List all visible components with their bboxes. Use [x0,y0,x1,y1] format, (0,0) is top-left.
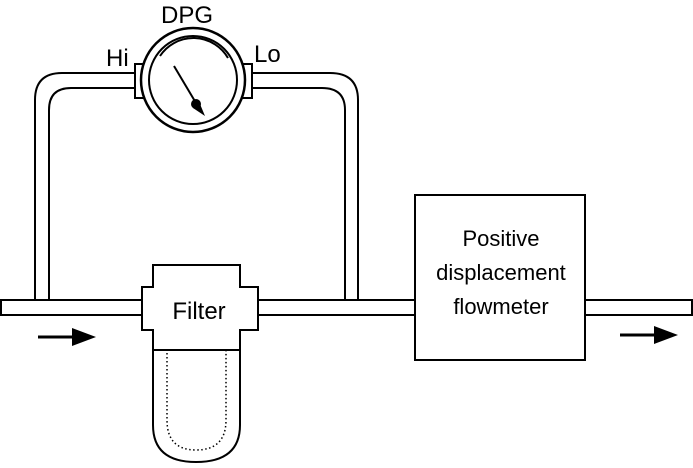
flowmeter-box: Positive displacement flowmeter [414,194,586,361]
high-pressure-line [34,72,138,300]
gauge-face [148,35,238,125]
flowmeter-label-line1: Positive [462,226,539,251]
high-port-label: Hi [106,45,129,72]
filter-label: Filter [172,298,225,325]
inlet-arrow-icon [38,328,96,346]
gauge-needle-icon [173,65,205,116]
low-port-label: Lo [254,41,281,68]
low-pressure-line [250,72,359,300]
gauge-label: DPG [161,2,213,29]
gauge-scale-arc [159,37,229,59]
flowmeter-label-line3: flowmeter [453,294,548,319]
filter-body [141,264,259,351]
filter-bowl [152,345,241,464]
inlet-pipe [0,299,142,316]
outlet-arrow-icon [620,326,678,344]
outlet-pipe [585,299,693,316]
middle-pipe [258,299,415,316]
flowmeter-label-line2: displacement [436,260,566,285]
filter-housing: Filter [141,264,259,464]
differential-pressure-gauge [134,26,253,134]
